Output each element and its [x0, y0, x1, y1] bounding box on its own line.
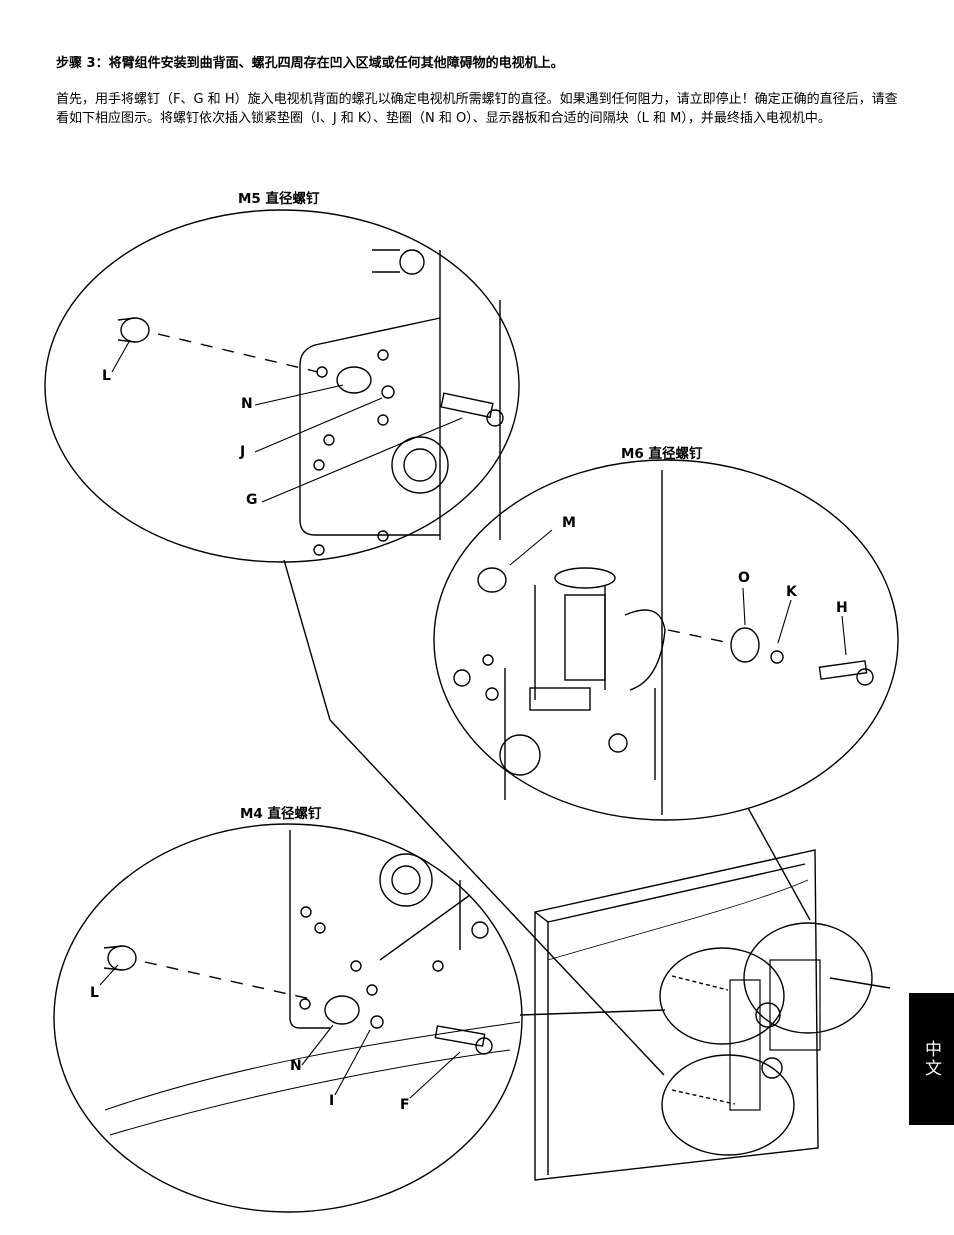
part-label-l: L — [102, 368, 111, 384]
m6-mount-bracket — [453, 470, 874, 815]
step-title: 步骤 3：将臂组件安装到曲背面、螺孔四周存在凹入区域或任何其他障碍物的电视机上。 — [56, 56, 564, 71]
tv-outline — [534, 849, 819, 1181]
m6-detail-ellipse — [433, 459, 899, 821]
m6-diagram-label: M6 直径螺钉 — [621, 446, 703, 462]
part-label-i: I — [329, 1093, 335, 1109]
part-label-h: H — [836, 600, 848, 616]
language-tab: 中文 — [909, 993, 954, 1125]
m4-mount-plate — [103, 830, 521, 1136]
m4-detail-ellipse — [53, 823, 523, 1213]
part-label-g: G — [246, 492, 258, 508]
m4-diagram-label: M4 直径螺钉 — [240, 806, 322, 822]
part-label-l: L — [90, 985, 99, 1001]
instruction-text: 首先，用手将螺钉（F、G 和 H）旋入电视机背面的螺孔以确定电视机所需螺钉的直径… — [56, 92, 898, 126]
m5-detail-ellipse — [44, 209, 520, 563]
part-label-o: O — [738, 570, 750, 586]
part-label-m: M — [562, 515, 576, 531]
part-label-k: K — [786, 584, 797, 600]
m5-mount-plate — [117, 249, 504, 556]
part-label-f: F — [400, 1097, 410, 1113]
m5-diagram-label: M5 直径螺钉 — [238, 191, 320, 207]
part-label-n: N — [290, 1058, 302, 1074]
part-label-n: N — [241, 396, 253, 412]
language-tab-label: 中文 — [921, 1040, 941, 1078]
part-label-j: J — [240, 444, 246, 460]
